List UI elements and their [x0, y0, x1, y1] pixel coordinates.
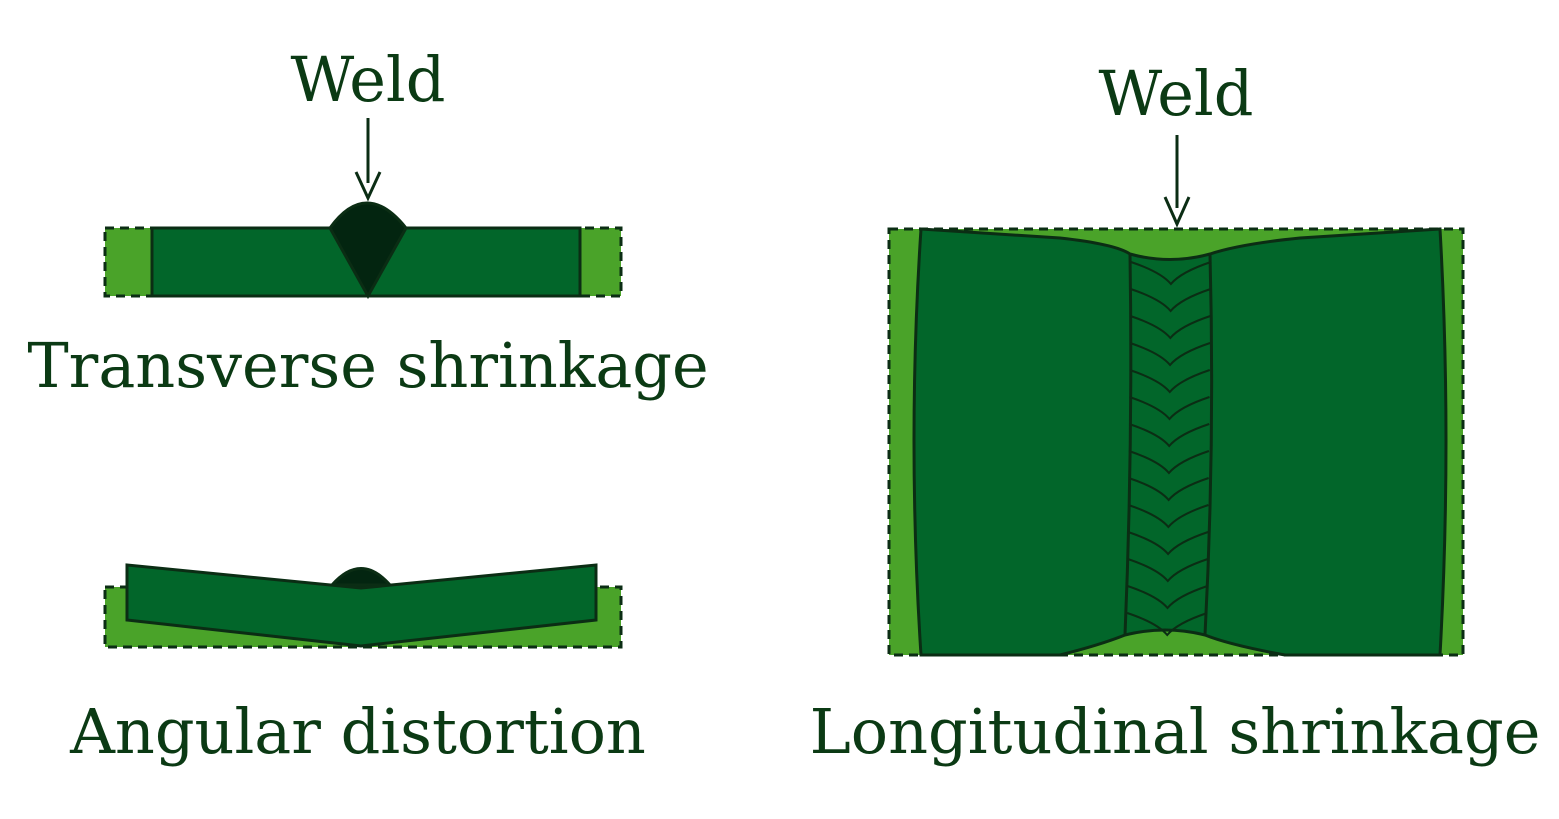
- weld-ripple-line: [1128, 504, 1209, 529]
- angular-distortion-figure: Angular distortion: [69, 563, 646, 768]
- weld-ripple-line: [1126, 612, 1208, 637]
- weld-ripple-line: [1130, 315, 1211, 340]
- angular-weld-bead: [328, 567, 394, 587]
- transverse-weld-bead: [328, 201, 408, 300]
- weld-ripple-line: [1129, 369, 1211, 394]
- weld-ripple-line: [1129, 342, 1211, 367]
- weld-ripple-line: [1127, 585, 1208, 610]
- weld-ripple-line: [1127, 558, 1209, 583]
- weld-ripple-line: [1128, 477, 1209, 502]
- longitudinal-weld-arrow: [1163, 135, 1191, 228]
- transverse-shrinkage-figure: Weld Transverse shrinkage: [27, 43, 708, 402]
- angular-caption: Angular distortion: [69, 695, 646, 768]
- longitudinal-weld-ripples: [1126, 261, 1212, 637]
- weld-ripple-line: [1130, 261, 1212, 286]
- longitudinal-shrunk-plate: [912, 227, 1448, 657]
- longitudinal-caption: Longitudinal shrinkage: [810, 695, 1541, 768]
- weld-ripple-line: [1130, 288, 1211, 313]
- weld-ripple-line: [1129, 396, 1210, 421]
- angular-distorted-plate: [125, 563, 598, 648]
- longitudinal-weld-label: Weld: [1099, 57, 1254, 130]
- transverse-weld-label: Weld: [291, 43, 446, 116]
- longitudinal-weld-strip-right-edge: [1203, 253, 1214, 636]
- weld-ripple-line: [1127, 531, 1209, 556]
- transverse-caption: Transverse shrinkage: [27, 329, 708, 402]
- longitudinal-shrinkage-figure: Weld Longitudinal shrinkage: [810, 57, 1541, 768]
- weld-ripple-line: [1128, 450, 1210, 475]
- transverse-weld-arrow: [354, 118, 382, 202]
- longitudinal-weld-strip-left-edge: [1123, 253, 1133, 636]
- weld-ripple-line: [1128, 423, 1210, 448]
